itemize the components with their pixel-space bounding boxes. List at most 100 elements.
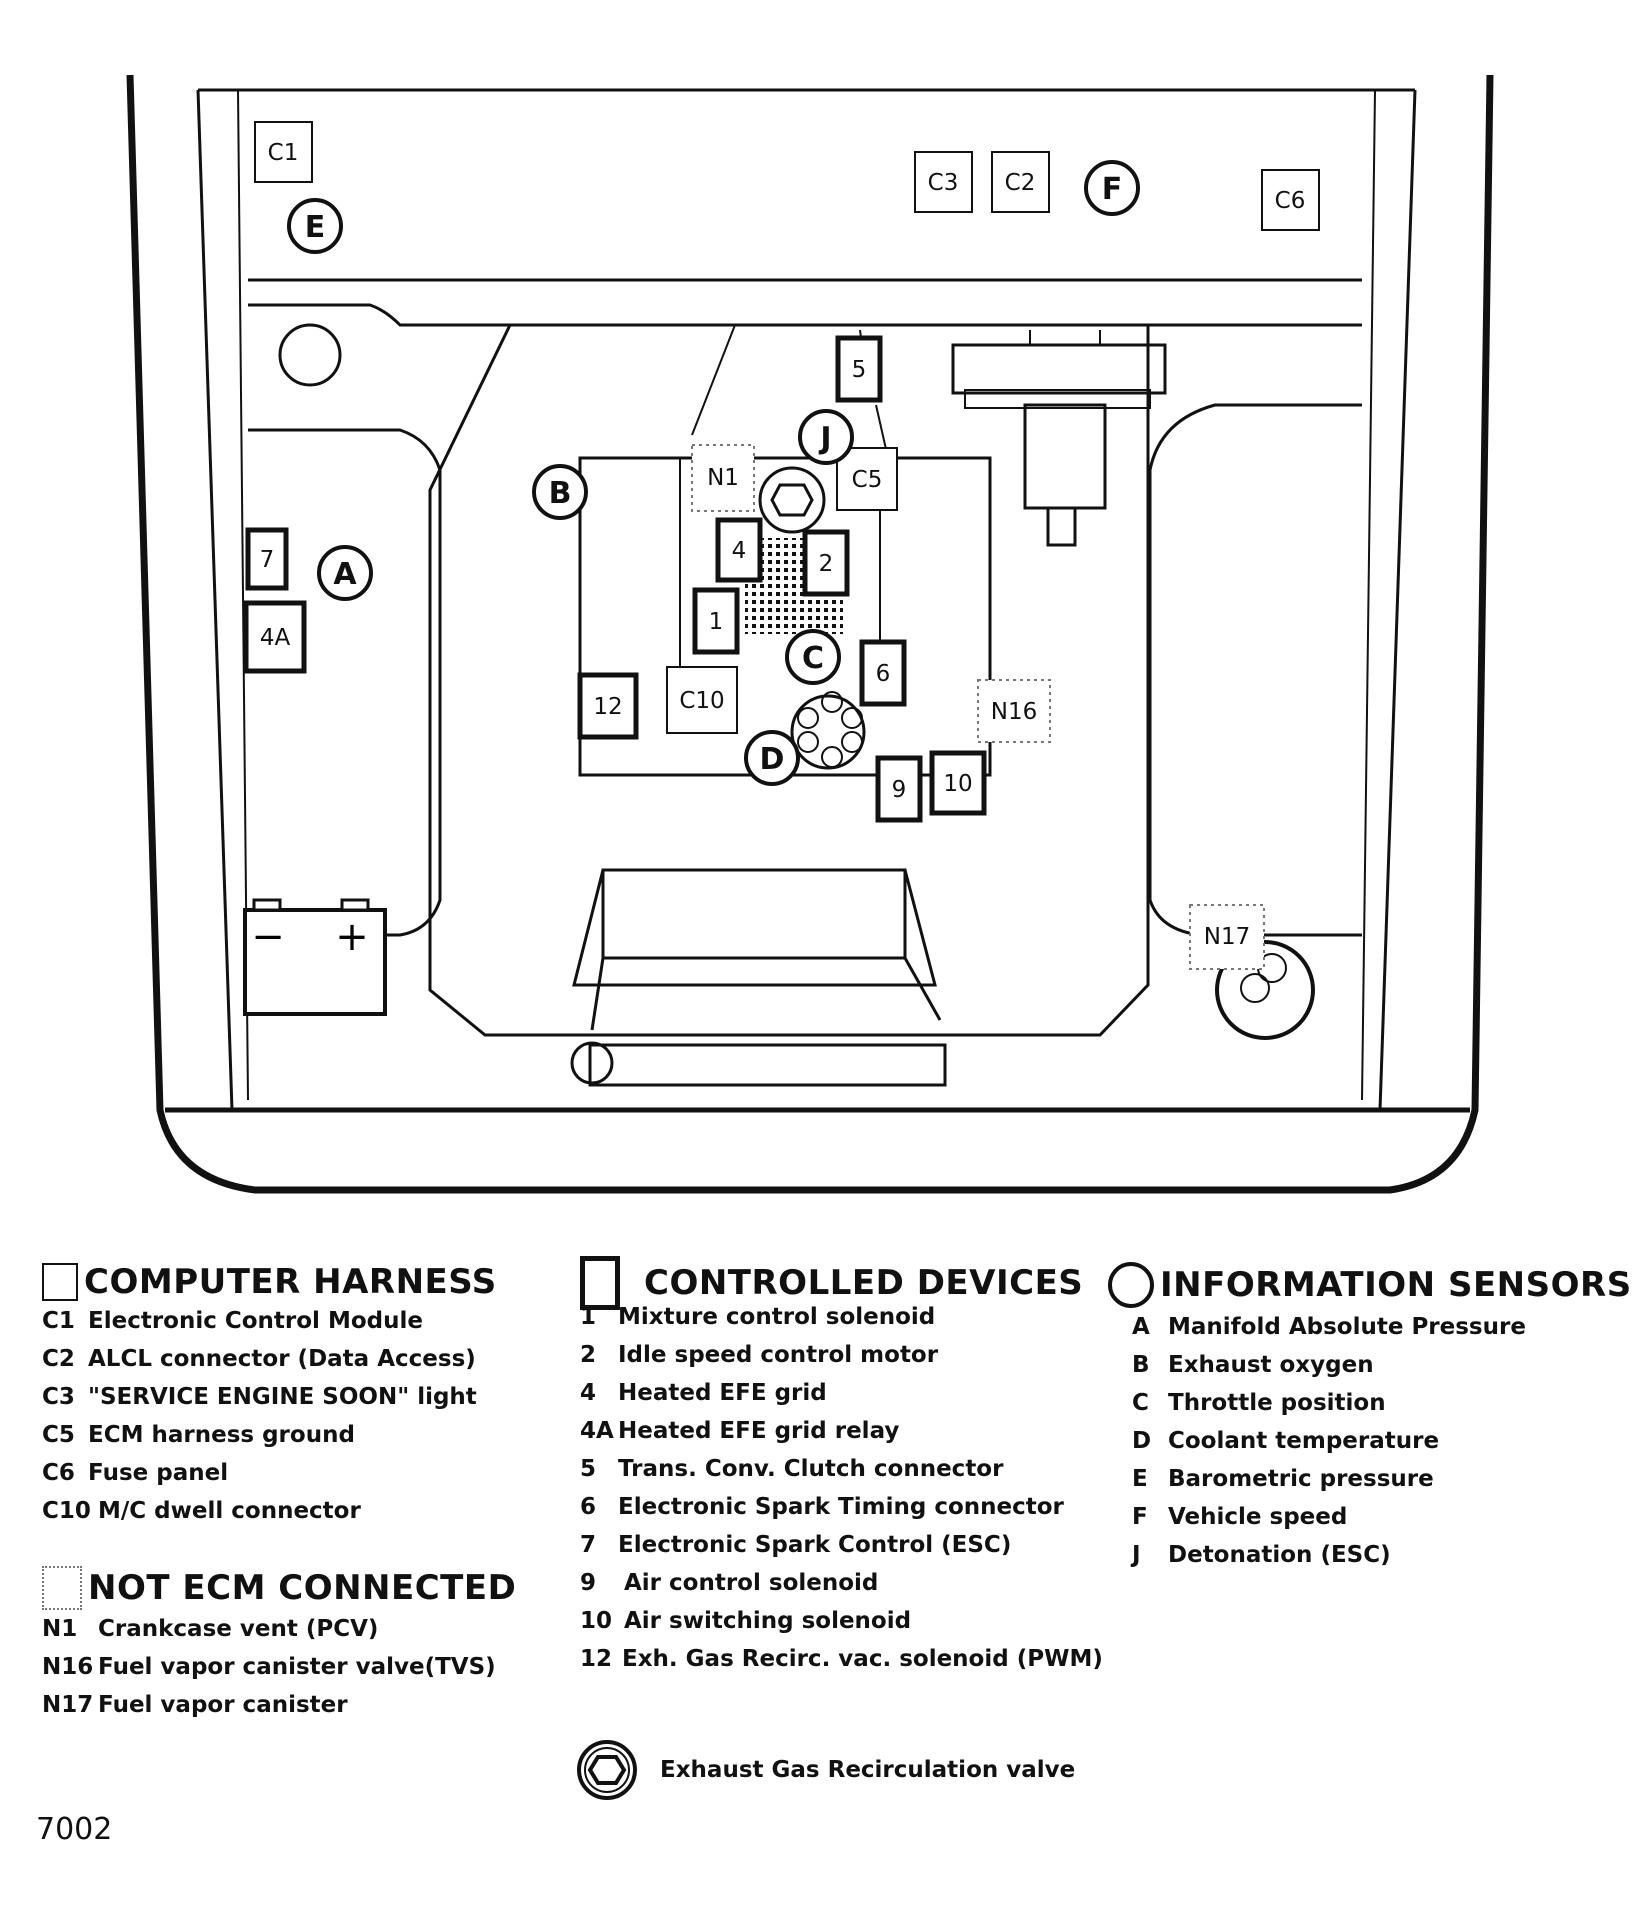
legend-text: Manifold Absolute Pressure: [1168, 1314, 1526, 1340]
egr-valve-text: Exhaust Gas Recirculation valve: [660, 1757, 1076, 1783]
legend-text: Coolant temperature: [1168, 1428, 1440, 1454]
legend-code: 6: [580, 1494, 597, 1520]
legend-text: ALCL connector (Data Access): [88, 1346, 476, 1372]
egr-valve-symbol-icon: [577, 1740, 637, 1800]
legend-item: C6 Fuse panel: [42, 1454, 497, 1492]
legend-item: C Throttle position: [1108, 1384, 1632, 1422]
device-2: 2: [819, 551, 834, 577]
legend-text: Electronic Spark Timing connector: [618, 1494, 1064, 1520]
legend-code: 4A: [580, 1418, 614, 1444]
legend-text: ECM harness ground: [88, 1422, 355, 1448]
not-ecm-title: NOT ECM CONNECTED: [88, 1568, 517, 1608]
sensor-a: A: [333, 557, 357, 592]
legend-code: C3: [42, 1384, 75, 1410]
legend-code: 4: [580, 1380, 597, 1406]
legend-information-sensors: INFORMATION SENSORS A Manifold Absolute P…: [1108, 1262, 1632, 1574]
sensor-e: E: [305, 210, 326, 245]
device-9: 9: [892, 777, 907, 803]
legend-text: Electronic Spark Control (ESC): [618, 1532, 1012, 1558]
sensor-f: F: [1102, 172, 1123, 207]
legend-item: 7 Electronic Spark Control (ESC): [580, 1526, 1103, 1564]
legend-code: C10: [42, 1498, 91, 1524]
legend-item: 4 Heated EFE grid: [580, 1374, 1103, 1412]
legend-code: C: [1132, 1390, 1149, 1416]
legend-text: Throttle position: [1168, 1390, 1386, 1416]
legend-information-sensors-heading: INFORMATION SENSORS: [1108, 1262, 1632, 1308]
legend-code: N1: [42, 1616, 78, 1642]
sensor-j: J: [818, 421, 831, 456]
thick-box-symbol-icon: [580, 1256, 620, 1310]
legend-text: Barometric pressure: [1168, 1466, 1434, 1492]
engine-compartment-diagram: − + C1 C3 C2 C6 C5 C10 7 4A 5 4 2 1 6 12…: [126, 74, 1494, 1194]
legend-text: Fuse panel: [88, 1460, 229, 1486]
legend-code: B: [1132, 1352, 1150, 1378]
legend-item: 2 Idle speed control motor: [580, 1336, 1103, 1374]
harness-c6: C6: [1275, 188, 1306, 214]
legend-text: Fuel vapor canister: [98, 1692, 348, 1718]
harness-c1: C1: [268, 140, 299, 166]
legend-item: A Manifold Absolute Pressure: [1108, 1308, 1632, 1346]
thin-box-symbol-icon: [42, 1263, 78, 1301]
legend-controlled-devices-heading: CONTROLLED DEVICES: [580, 1256, 1103, 1310]
sensor-c: C: [802, 641, 824, 676]
battery-plus-sign: +: [335, 914, 369, 960]
legend-text: Exhaust oxygen: [1168, 1352, 1374, 1378]
legend-item: D Coolant temperature: [1108, 1422, 1632, 1460]
legend-item: C10 M/C dwell connector: [42, 1492, 497, 1530]
device-1: 1: [709, 609, 724, 635]
device-12: 12: [593, 694, 622, 720]
legend-computer-harness-heading: COMPUTER HARNESS: [42, 1262, 497, 1302]
legend-text: Idle speed control motor: [618, 1342, 939, 1368]
not-ecm-n1: N1: [707, 465, 739, 491]
not-ecm-n16: N16: [991, 699, 1037, 725]
legend-text: M/C dwell connector: [98, 1498, 361, 1524]
legend-code: C5: [42, 1422, 75, 1448]
legend-code: E: [1132, 1466, 1148, 1492]
harness-c10: C10: [679, 688, 724, 714]
device-10: 10: [943, 771, 972, 797]
legend-code: N16: [42, 1654, 94, 1680]
legend-text: Electronic Control Module: [88, 1308, 423, 1334]
legend-code: F: [1132, 1504, 1148, 1530]
harness-c3: C3: [928, 170, 959, 196]
legend-not-ecm: NOT ECM CONNECTED N1 Crankcase vent (PCV)…: [42, 1566, 516, 1724]
battery: − +: [243, 898, 387, 1016]
legend-code: 1: [580, 1304, 597, 1330]
legend-text: Heated EFE grid relay: [618, 1418, 900, 1444]
dotted-box-symbol-icon: [42, 1566, 82, 1610]
legend-code: 7: [580, 1532, 597, 1558]
legend-text: Crankcase vent (PCV): [98, 1616, 379, 1642]
device-4a: 4A: [260, 625, 291, 651]
legend-item: E Barometric pressure: [1108, 1460, 1632, 1498]
harness-c5: C5: [852, 467, 883, 493]
harness-c2: C2: [1005, 170, 1036, 196]
legend-text: Heated EFE grid: [618, 1380, 827, 1406]
legend-text: Detonation (ESC): [1168, 1542, 1391, 1568]
legend-not-ecm-heading: NOT ECM CONNECTED: [42, 1566, 516, 1610]
legend-egr-valve: Exhaust Gas Recirculation valve: [574, 1740, 1075, 1800]
computer-harness-title: COMPUTER HARNESS: [84, 1262, 497, 1302]
legend-code: N17: [42, 1692, 94, 1718]
legend-code: 12: [580, 1646, 613, 1672]
legend-code: 10: [580, 1608, 613, 1634]
legend-code: 2: [580, 1342, 597, 1368]
legend-code: D: [1132, 1428, 1152, 1454]
legend-code: 5: [580, 1456, 597, 1482]
legend-item: B Exhaust oxygen: [1108, 1346, 1632, 1384]
legend-text: "SERVICE ENGINE SOON" light: [88, 1384, 477, 1410]
controlled-devices-title: CONTROLLED DEVICES: [644, 1263, 1084, 1303]
legend-code: A: [1132, 1314, 1150, 1340]
legend-code: C6: [42, 1460, 75, 1486]
